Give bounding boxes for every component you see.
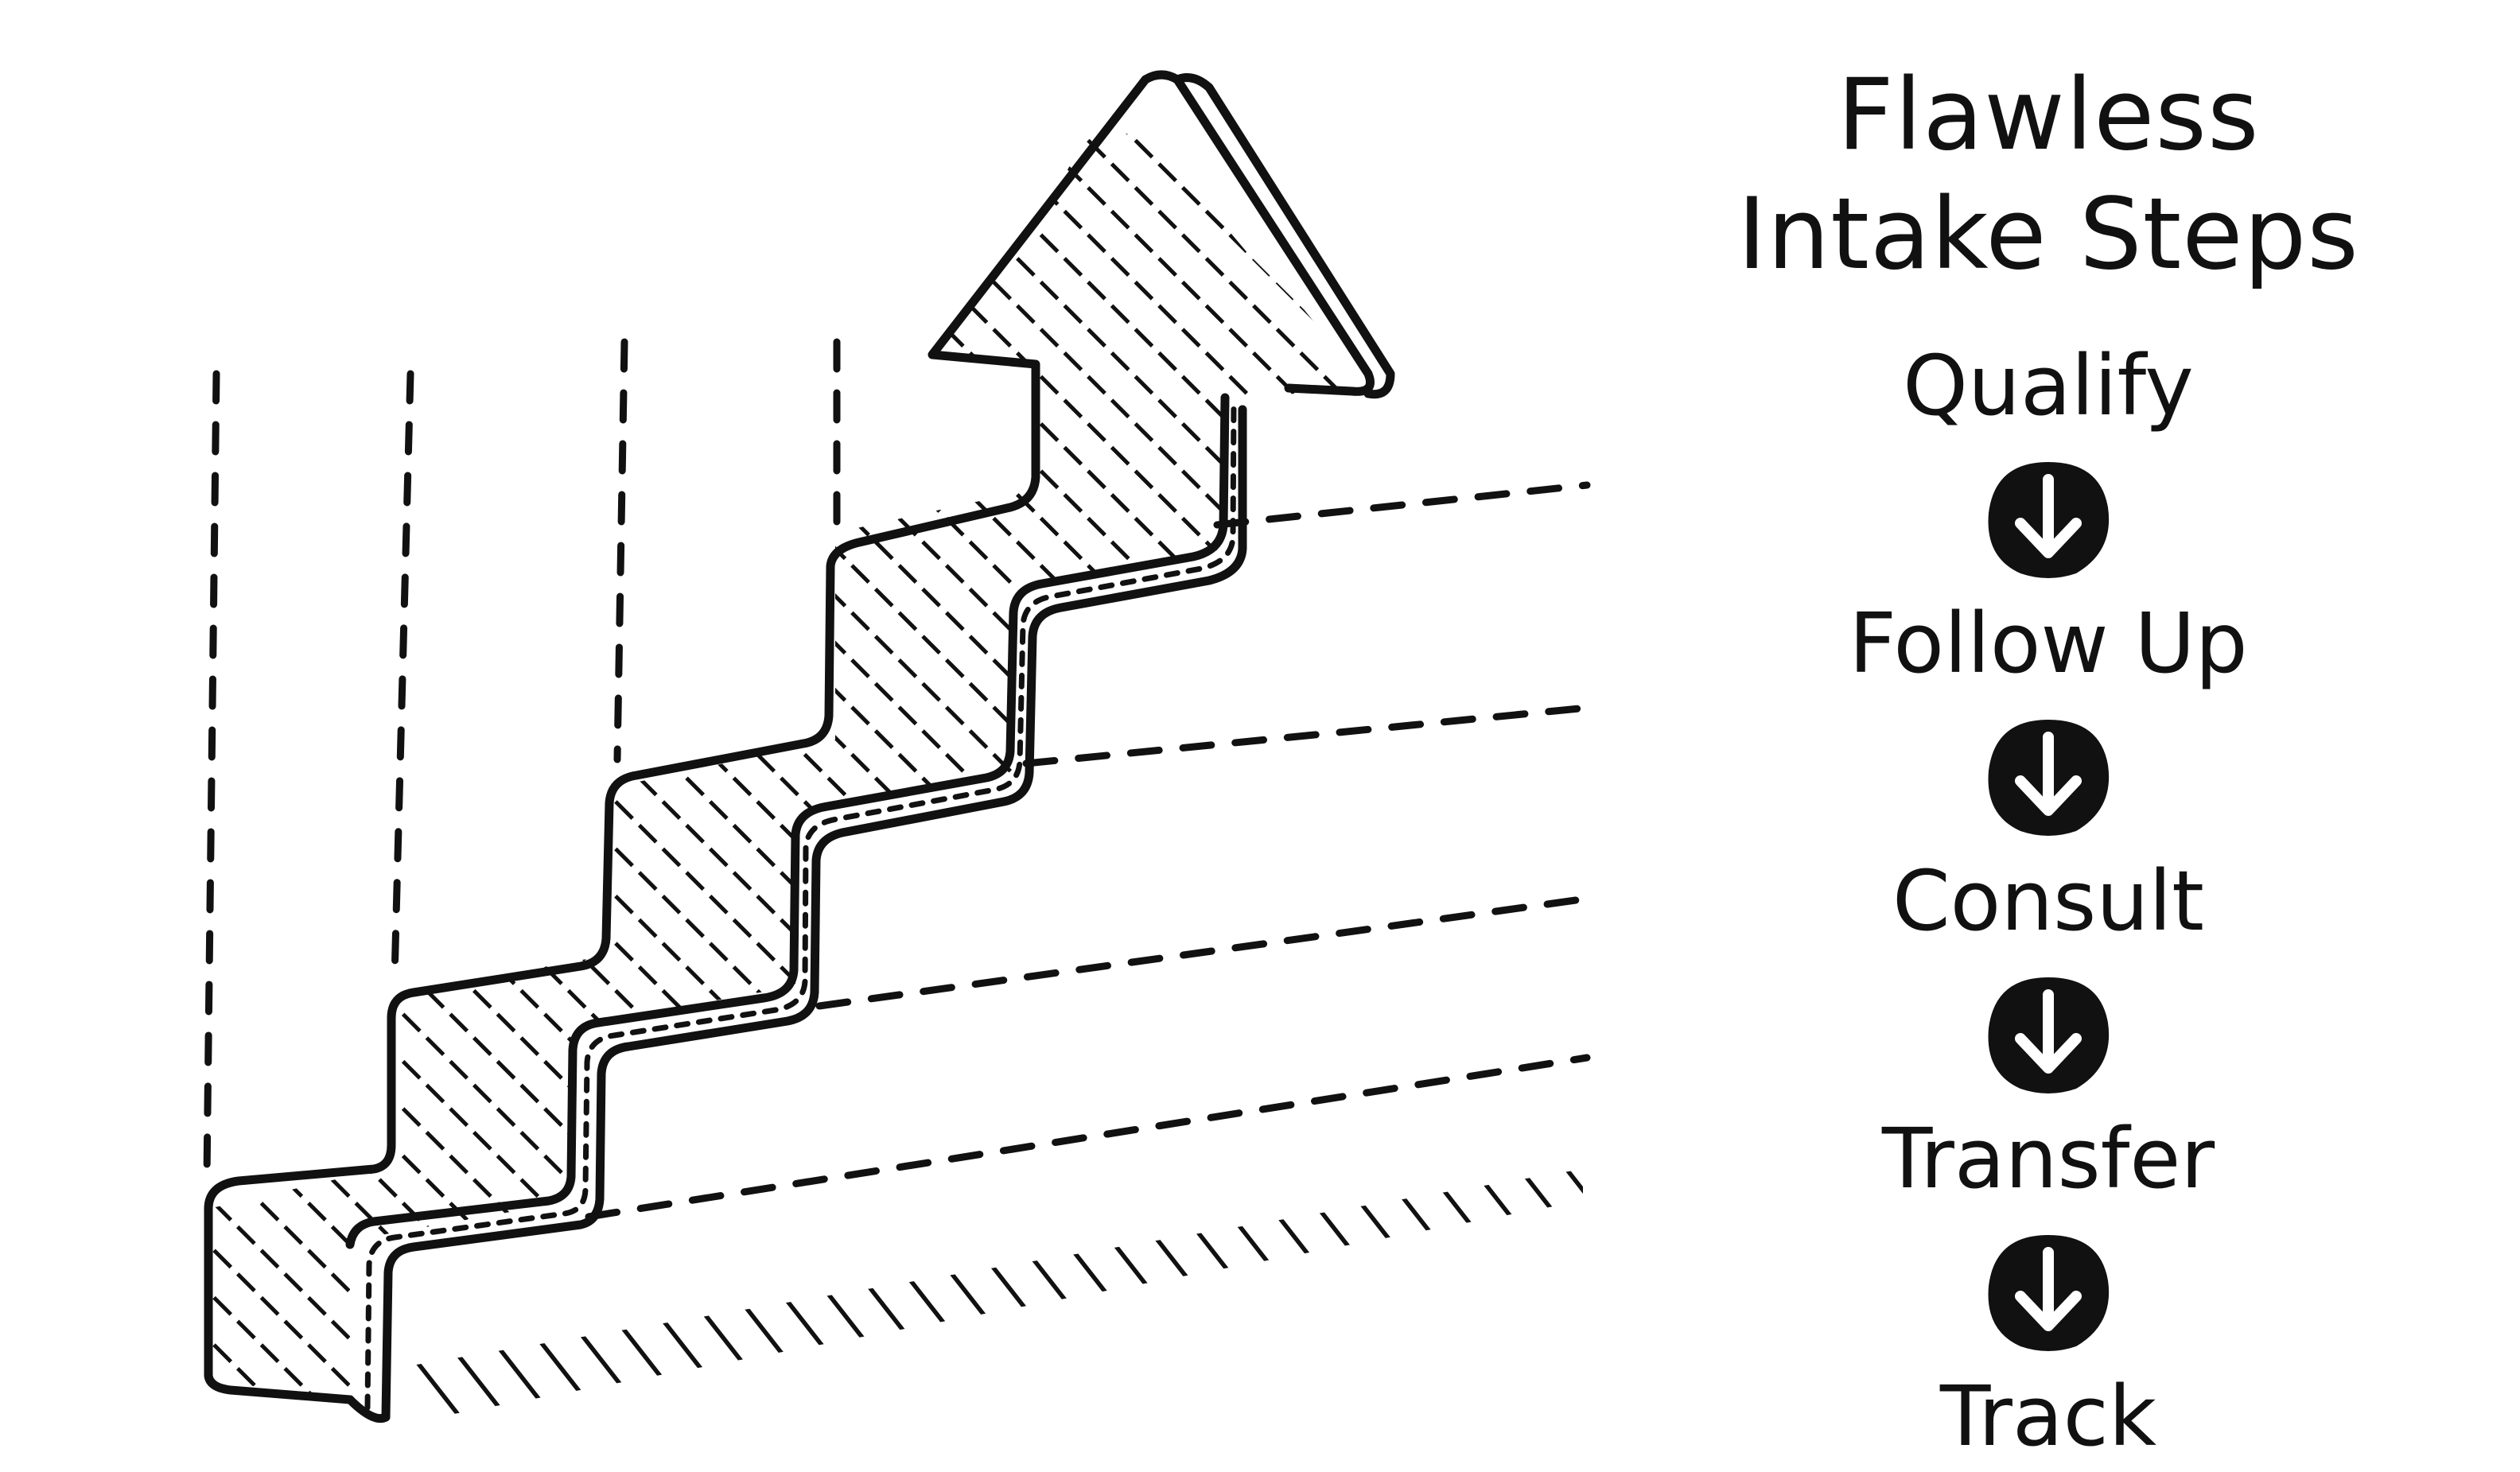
- arrow-down-circle-icon: [1988, 1235, 2110, 1351]
- thickness-dashes: [364, 401, 1237, 1411]
- title-line-1: Flawless: [1837, 58, 2260, 173]
- step-label: Follow Up: [1849, 595, 2248, 692]
- arrow-down-circle-icon: [1988, 720, 2110, 836]
- steps-list: Qualify Follow Up Consult Transfer: [1849, 338, 2247, 1464]
- step-label: Consult: [1892, 853, 2204, 950]
- vertical-guide-lines: [203, 338, 841, 1181]
- arrow-down-circle-icon: [1988, 977, 2110, 1093]
- arrow-down-circle-icon: [1988, 462, 2110, 578]
- step-label: Track: [1939, 1368, 2157, 1465]
- title-line-2: Intake Steps: [1737, 177, 2359, 292]
- step-track: Track: [1940, 1369, 2156, 1464]
- steps-panel: Flawless Intake Steps Qualify Follow Up …: [1631, 56, 2466, 1464]
- step-consult: Consult: [1892, 853, 2204, 1111]
- floor-shading: [398, 1169, 1583, 1416]
- staircase-outline: [204, 70, 1395, 1423]
- step-follow-up: Follow Up: [1849, 595, 2248, 853]
- step-transfer: Transfer: [1882, 1111, 2215, 1369]
- step-label: Transfer: [1881, 1110, 2215, 1207]
- staircase-front: [208, 119, 1368, 1400]
- step-label: Qualify: [1903, 337, 2194, 434]
- step-qualify: Qualify: [1903, 338, 2194, 596]
- horizontal-guide-lines: [585, 481, 1591, 1221]
